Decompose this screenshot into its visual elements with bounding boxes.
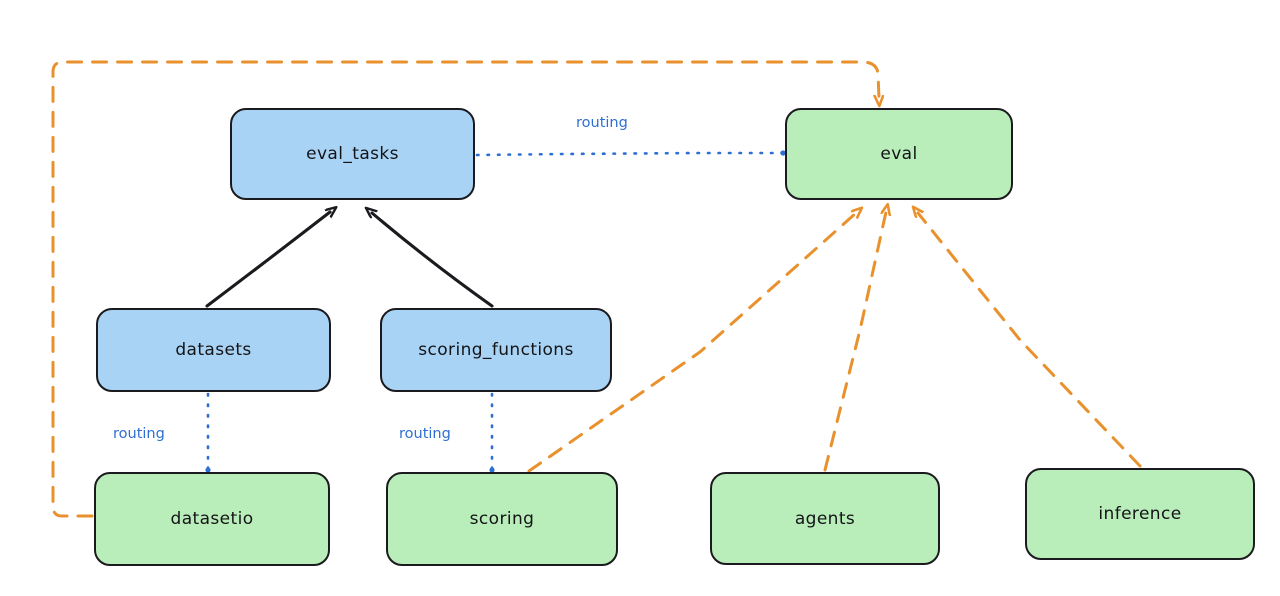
node-label-datasets: datasets bbox=[175, 340, 252, 360]
edge-datasetio-eval bbox=[51, 60, 879, 518]
edge-scoring_functions-scoring bbox=[489, 392, 495, 473]
node-label-eval_tasks: eval_tasks bbox=[306, 144, 399, 164]
edge-scoring_functions-eval_tasks bbox=[372, 213, 494, 308]
node-datasets[interactable]: datasets bbox=[96, 308, 331, 392]
node-agents[interactable]: agents bbox=[710, 472, 940, 565]
edge-eval_tasks-eval bbox=[475, 150, 786, 157]
node-label-scoring: scoring bbox=[469, 509, 535, 529]
edge-label-routing-datasets: routing bbox=[113, 426, 165, 442]
node-label-eval: eval bbox=[880, 144, 918, 164]
node-label-agents: agents bbox=[794, 508, 856, 529]
node-eval[interactable]: eval bbox=[785, 108, 1013, 200]
edge-datasets-eval_tasks bbox=[205, 212, 330, 308]
node-eval_tasks[interactable]: eval_tasks bbox=[230, 108, 475, 200]
node-datasetio[interactable]: datasetio bbox=[94, 472, 330, 566]
node-scoring_functions[interactable]: scoring_functions bbox=[380, 308, 612, 392]
node-label-scoring_functions: scoring_functions bbox=[418, 340, 574, 360]
edge-datasets-datasetio bbox=[205, 392, 211, 473]
node-label-inference: inference bbox=[1098, 504, 1182, 524]
node-label-datasetio: datasetio bbox=[170, 509, 254, 529]
node-inference[interactable]: inference bbox=[1025, 468, 1255, 560]
node-scoring[interactable]: scoring bbox=[386, 472, 618, 566]
edge-label-routing-eval-tasks: routing bbox=[576, 115, 628, 131]
edge-label-routing-scoring-functions: routing bbox=[399, 426, 451, 442]
edge-inference-eval bbox=[918, 213, 1142, 468]
edge-agents-eval bbox=[823, 212, 886, 472]
edge-scoring-eval bbox=[527, 213, 856, 473]
